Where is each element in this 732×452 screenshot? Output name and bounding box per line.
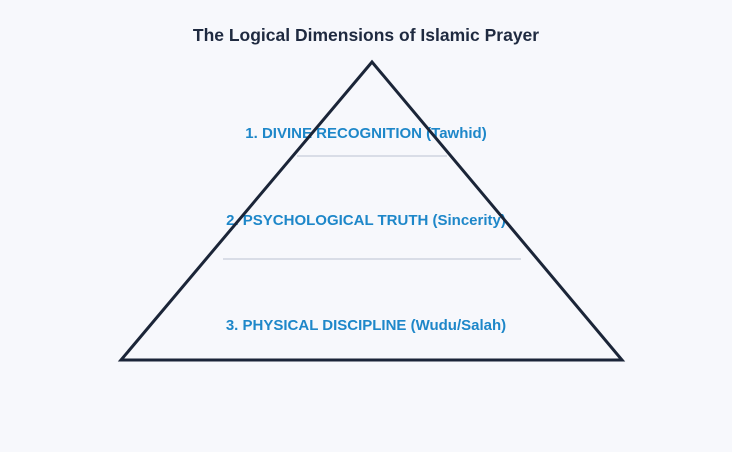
pyramid-level-3-label: 3. PHYSICAL DISCIPLINE (Wudu/Salah) bbox=[225, 317, 507, 334]
level-divider-1 bbox=[297, 155, 447, 157]
level-divider-2 bbox=[223, 258, 521, 260]
pyramid-level-2-label: 2. PSYCHOLOGICAL TRUTH (Sincerity) bbox=[226, 212, 506, 229]
diagram-title: The Logical Dimensions of Islamic Prayer bbox=[192, 25, 540, 45]
pyramid-level-1-label: 1. DIVINE RECOGNITION (Tawhid) bbox=[245, 125, 487, 142]
